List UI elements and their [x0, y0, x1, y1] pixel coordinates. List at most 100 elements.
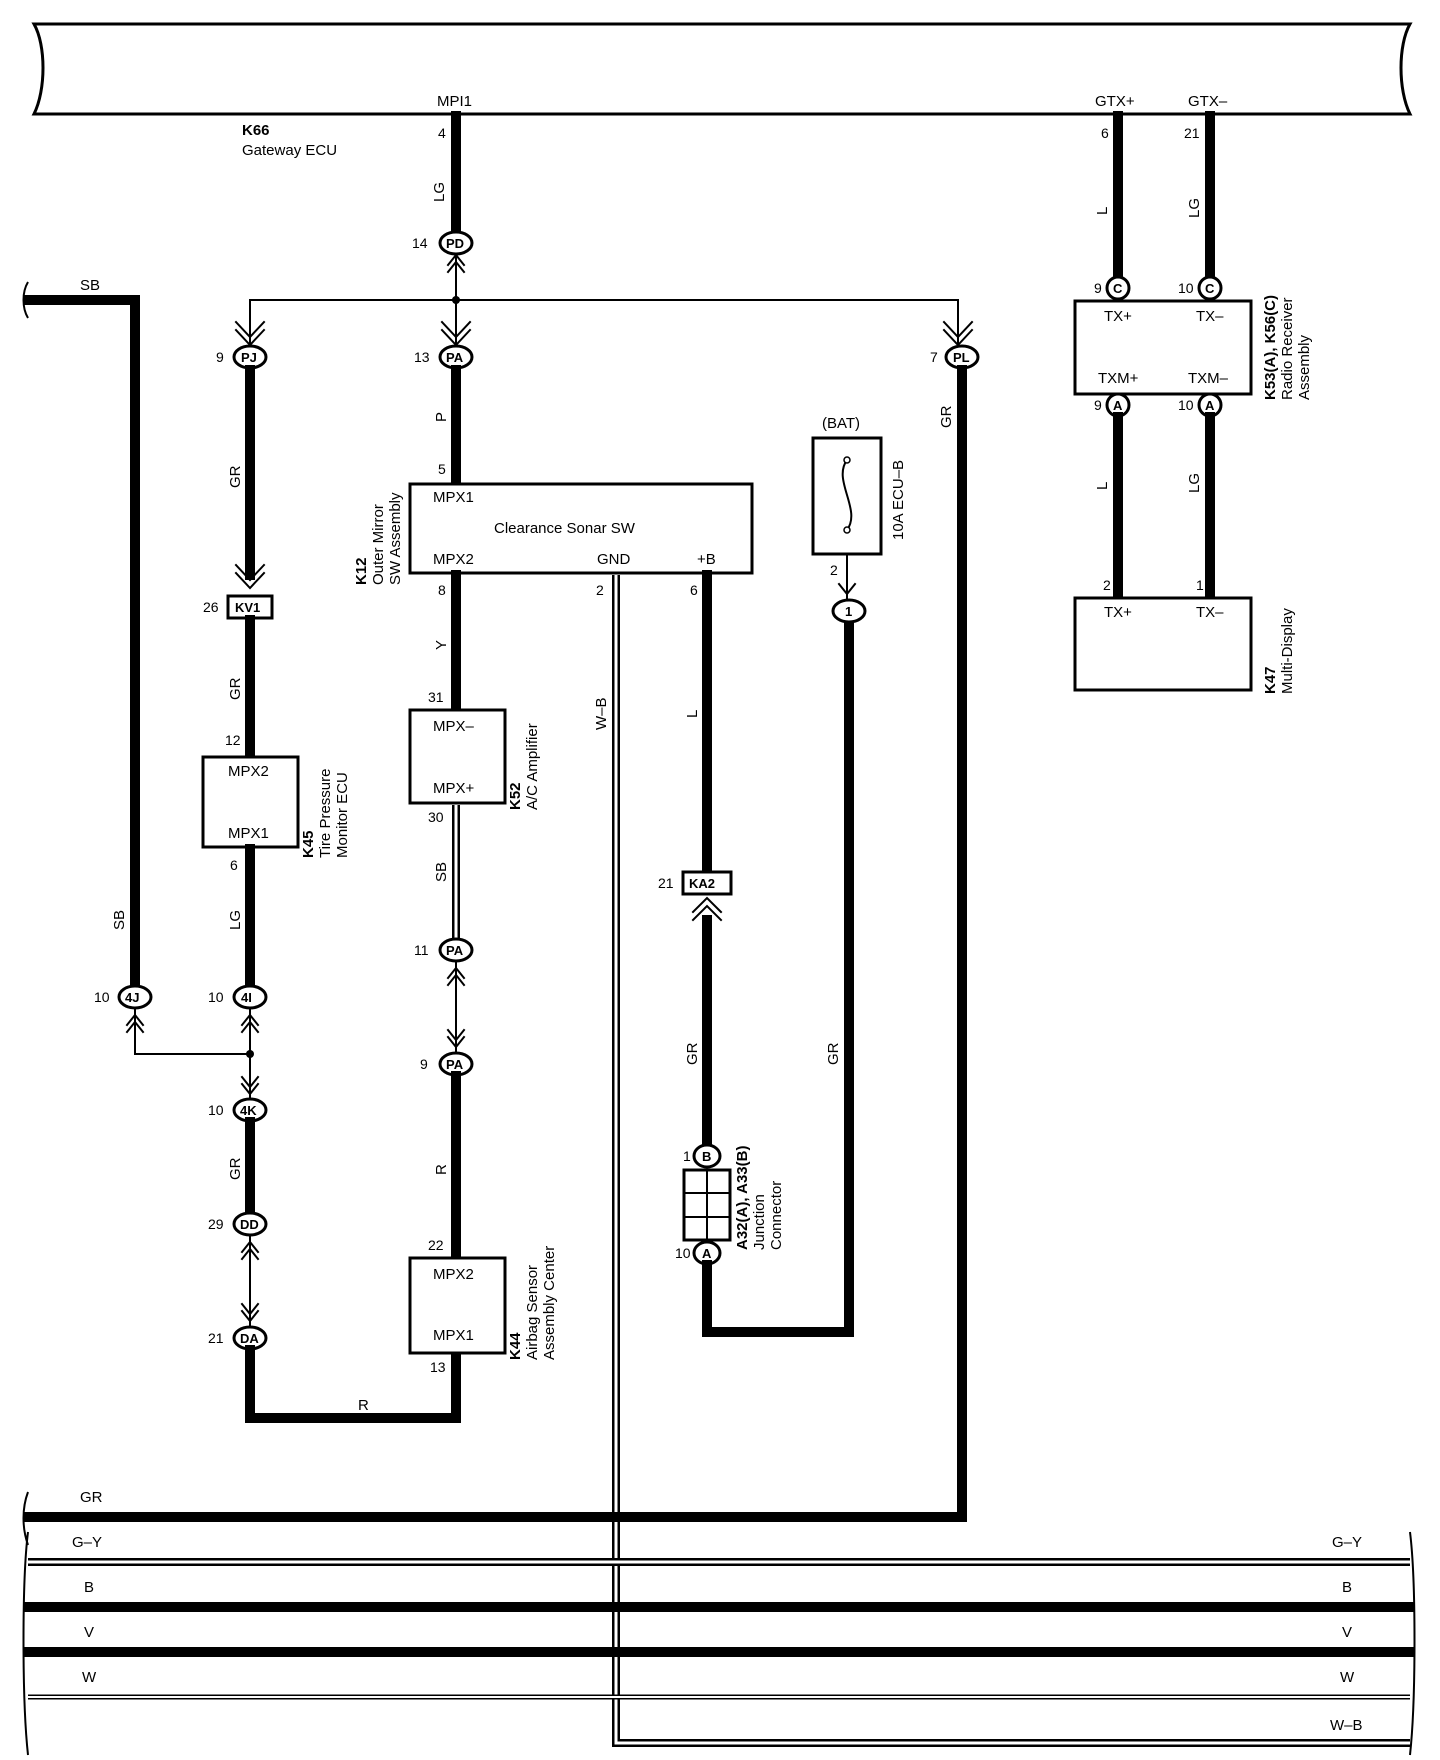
wire-color-sb-top: SB	[80, 277, 100, 294]
pin-4-mpi1: 4	[438, 125, 446, 141]
connector-b-label: B	[702, 1149, 711, 1164]
pin-12-tpms: 12	[225, 732, 241, 748]
gateway-mpi1-label: MPI1	[437, 93, 472, 110]
bus-label-gy-left: G–Y	[72, 1534, 102, 1551]
connector-da-label: DA	[240, 1331, 259, 1346]
connector-a-10-label: A	[1205, 398, 1215, 413]
pin-6-tpms: 6	[230, 857, 238, 873]
k12-name2: SW Assembly	[387, 492, 404, 585]
k44-id: K44	[507, 1332, 524, 1360]
pin-30-k52: 30	[428, 809, 444, 825]
junction-id: A32(A), A33(B)	[734, 1146, 751, 1250]
pin-21-da: 21	[208, 1330, 224, 1346]
pin-10-junction: 10	[675, 1245, 691, 1261]
connector-1	[831, 598, 867, 624]
radio-name: Radio Receiver	[1279, 297, 1296, 400]
splice-point	[452, 296, 460, 304]
pin-10-c: 10	[1178, 280, 1194, 296]
wire-gr-pl	[23, 365, 967, 1522]
pin-13-pa: 13	[414, 349, 430, 365]
pin-10-4k: 10	[208, 1102, 224, 1118]
bus-label-b-right: B	[1342, 1579, 1352, 1596]
wire-color-r: R	[433, 1164, 450, 1175]
multi-display-box	[1073, 596, 1253, 692]
wire-color-l-gtx: L	[1094, 207, 1111, 215]
gateway-ecu-id: K66	[242, 122, 270, 139]
pin-2-md: 2	[1103, 577, 1111, 593]
ac-amplifier-box	[408, 708, 507, 805]
connector-kv1-label: KV1	[235, 600, 260, 615]
pin-21-ka2: 21	[658, 875, 674, 891]
arrow-down-kv1	[234, 563, 266, 590]
gateway-ecu-bus	[31, 22, 1413, 116]
bus-break-left	[22, 1531, 29, 1756]
pin-26-kv1: 26	[203, 599, 219, 615]
connector-c-9-label: C	[1113, 281, 1123, 296]
connector-ka2-label: KA2	[689, 876, 715, 891]
k44-name: Airbag Sensor	[524, 1265, 541, 1360]
wire-color-p: P	[433, 412, 450, 422]
k12-b: +B	[697, 551, 716, 568]
pin-14-pd: 14	[412, 235, 428, 251]
wire-color-gr-ka2: GR	[684, 1042, 701, 1065]
connector-b-junction	[692, 1143, 722, 1169]
pin-10-a: 10	[1178, 397, 1194, 413]
tpms-id: K45	[300, 830, 317, 858]
radio-name2: Assembly	[1296, 334, 1313, 400]
pin-2-fuse: 2	[830, 562, 838, 578]
wire-wb-inner	[614, 575, 1410, 1745]
bus-label-gr: GR	[80, 1489, 103, 1506]
pin-22-k44: 22	[428, 1237, 444, 1253]
connector-4i-label: 4I	[241, 990, 252, 1005]
connector-1-label: 1	[845, 604, 852, 619]
wire-4j-join	[134, 1008, 251, 1055]
pin-9-pj: 9	[216, 349, 224, 365]
junction-name2: Connector	[768, 1181, 785, 1250]
gateway-gtx-plus-label: GTX+	[1095, 93, 1135, 110]
arrow-up-dd	[240, 1240, 260, 1261]
radio-receiver-box	[1073, 299, 1253, 396]
gateway-gtx-minus-label: GTX–	[1188, 93, 1228, 110]
wire-color-gr-kv1: GR	[227, 677, 244, 700]
wire-color-lg-gtx: LG	[1186, 198, 1203, 218]
k44-name2: Assembly Center	[541, 1246, 558, 1360]
wire-color-y: Y	[433, 640, 450, 650]
junction-name: Junction	[751, 1194, 768, 1250]
k12-title: Clearance Sonar SW	[494, 520, 636, 537]
wire-color-sb-k52: SB	[433, 862, 450, 882]
connector-c-9	[1105, 275, 1131, 301]
pin-1-junction: 1	[683, 1148, 691, 1164]
k52-name: A/C Amplifier	[524, 723, 541, 810]
k52-mpx-minus: MPX–	[433, 718, 475, 735]
wire-color-l-radio: L	[1094, 482, 1111, 490]
splice-4k	[246, 1050, 254, 1058]
k12-gnd: GND	[597, 551, 631, 568]
k12-mpx1: MPX1	[433, 489, 474, 506]
fuse-bat: (BAT)	[822, 415, 860, 432]
connector-pa-11-label: PA	[446, 943, 464, 958]
pin-9-c: 9	[1094, 280, 1102, 296]
bus-label-w-right: W	[1340, 1669, 1355, 1686]
k52-id: K52	[507, 782, 524, 810]
k52-mpx-plus: MPX+	[433, 780, 475, 797]
radio-txm-plus: TXM+	[1098, 370, 1139, 387]
pin-8-k12: 8	[438, 582, 446, 598]
k44-mpx1: MPX1	[433, 1327, 474, 1344]
tpms-mpx1: MPX1	[228, 825, 269, 842]
wire-color-lg-radio: LG	[1186, 473, 1203, 493]
pin-21-gtx: 21	[1184, 125, 1200, 141]
connector-4j-label: 4J	[125, 990, 139, 1005]
bus-label-b-left: B	[84, 1579, 94, 1596]
arrow-up-4i	[240, 1013, 260, 1034]
pin-1-md: 1	[1196, 577, 1204, 593]
tire-pressure-ecu-box	[201, 755, 300, 849]
pin-6-k12: 6	[690, 582, 698, 598]
bus-label-v-left: V	[84, 1624, 94, 1641]
pin-11-pa: 11	[414, 942, 429, 958]
md-tx-minus: TX–	[1196, 604, 1224, 621]
wire-color-l-plus-b: L	[684, 710, 701, 718]
md-tx-plus: TX+	[1104, 604, 1132, 621]
connector-a-junction-label: A	[702, 1246, 712, 1261]
wire-color-wb: W–B	[593, 697, 610, 730]
